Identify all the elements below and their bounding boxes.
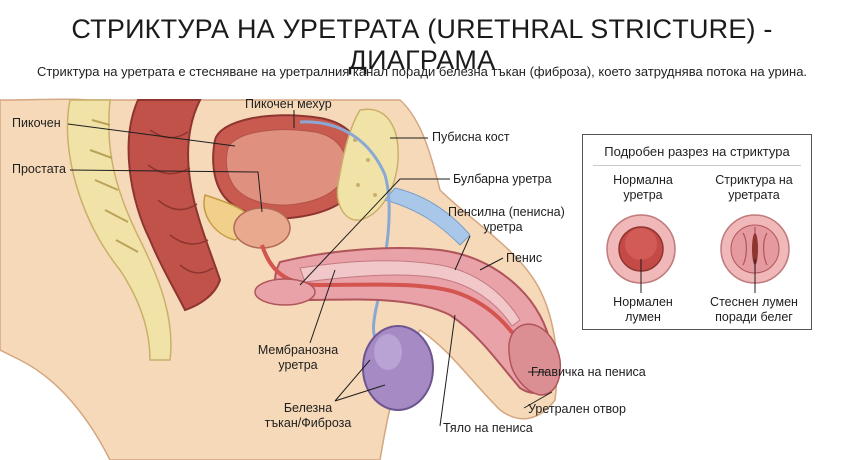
label-normal-lumen-line1: Нормален (613, 295, 673, 309)
label-scar-line1: Белезна (283, 401, 333, 415)
label-narrow-lumen-line1: Стеснен лумен (710, 295, 798, 309)
inset-divider (593, 165, 801, 166)
rectum (127, 99, 222, 312)
stricture-scar-folds (742, 227, 768, 271)
testis-highlight (374, 334, 402, 370)
label-scar-tissue: Белезна тъкан/Фиброза (258, 401, 358, 431)
prostate-gland (233, 207, 291, 249)
label-shaft: Тяло на пениса (443, 421, 533, 435)
sacrum-ridges (89, 119, 139, 253)
leader-meatus (523, 391, 553, 409)
label-meatus: Уретрален отвор (528, 402, 626, 416)
leader-shaft (439, 314, 456, 427)
label-normal-line1: Нормална (613, 173, 673, 187)
inset-title: Подробен разрез на стриктура (604, 144, 790, 159)
leader-prostate (69, 169, 263, 213)
label-penile-urethra-line1: Пенсилна (пенисна) (448, 205, 565, 219)
label-stricture-line2: уретрата (728, 188, 780, 202)
leader-lines (67, 110, 553, 427)
bladder-inner (225, 129, 347, 206)
leader-penis (479, 257, 504, 271)
narrow-lumen (752, 233, 758, 265)
fascia-band (384, 187, 471, 246)
sacrum-bone (66, 99, 172, 361)
label-bladder: Пикочен мехур (245, 97, 332, 111)
label-pubic-bone: Пубисна кост (432, 130, 510, 144)
label-penile-urethra: Пенсилна (пенисна) уретра (448, 205, 565, 235)
leader-ureter (67, 123, 236, 147)
label-prostate: Простата (12, 162, 66, 176)
label-glans: Главичка на пениса (531, 365, 646, 379)
scrotum (362, 325, 434, 411)
label-normal-lumen-line2: лумен (625, 310, 661, 324)
label-penile-urethra-line2: уретра (483, 220, 523, 234)
glans (508, 323, 562, 396)
leader-penile (454, 235, 471, 271)
leader-scar-2 (334, 384, 386, 402)
label-normal-lumen: Нормален лумен (593, 295, 693, 325)
normal-lumen-shade (625, 228, 657, 260)
label-scar-line2: тъкан/Фиброза (264, 416, 352, 430)
label-normal-line2: уретра (623, 188, 663, 202)
label-stricture-urethra: Стриктура на уретрата (701, 173, 807, 203)
page-title: СТРИКТУРА НА УРЕТРАТА (URETHRAL STRICTUR… (71, 14, 773, 75)
label-normal-urethra: Нормална уретра (593, 173, 693, 203)
label-penis: Пенис (506, 251, 543, 265)
leader-membranous (309, 269, 336, 344)
label-membranous-line2: уретра (278, 358, 318, 372)
inset-cross-sections (606, 214, 790, 293)
corpus-cavernosum (299, 260, 521, 327)
page-subtitle: Стриктура на уретрата е стесняване на ур… (36, 64, 808, 79)
label-narrow-lumen-line2: поради белег (715, 310, 793, 324)
leader-scar-1 (334, 359, 371, 402)
label-membranous-line1: Мембранозна (257, 343, 339, 357)
pubic-bone (336, 108, 399, 221)
detail-inset: Подробен разрез на стриктура Нормална ур… (582, 134, 812, 330)
label-membranous-urethra: Мембранозна уретра (248, 343, 348, 373)
label-stricture-line1: Стриктура на (715, 173, 793, 187)
label-ureter: Пикочен (12, 116, 61, 130)
leader-bulbar (299, 178, 450, 286)
label-bulbar-urethra: Булбарна уретра (453, 172, 552, 186)
urethral-bulb (254, 278, 316, 306)
vas-deferens (299, 120, 391, 346)
label-narrow-lumen: Стеснен лумен поради белег (701, 295, 807, 325)
